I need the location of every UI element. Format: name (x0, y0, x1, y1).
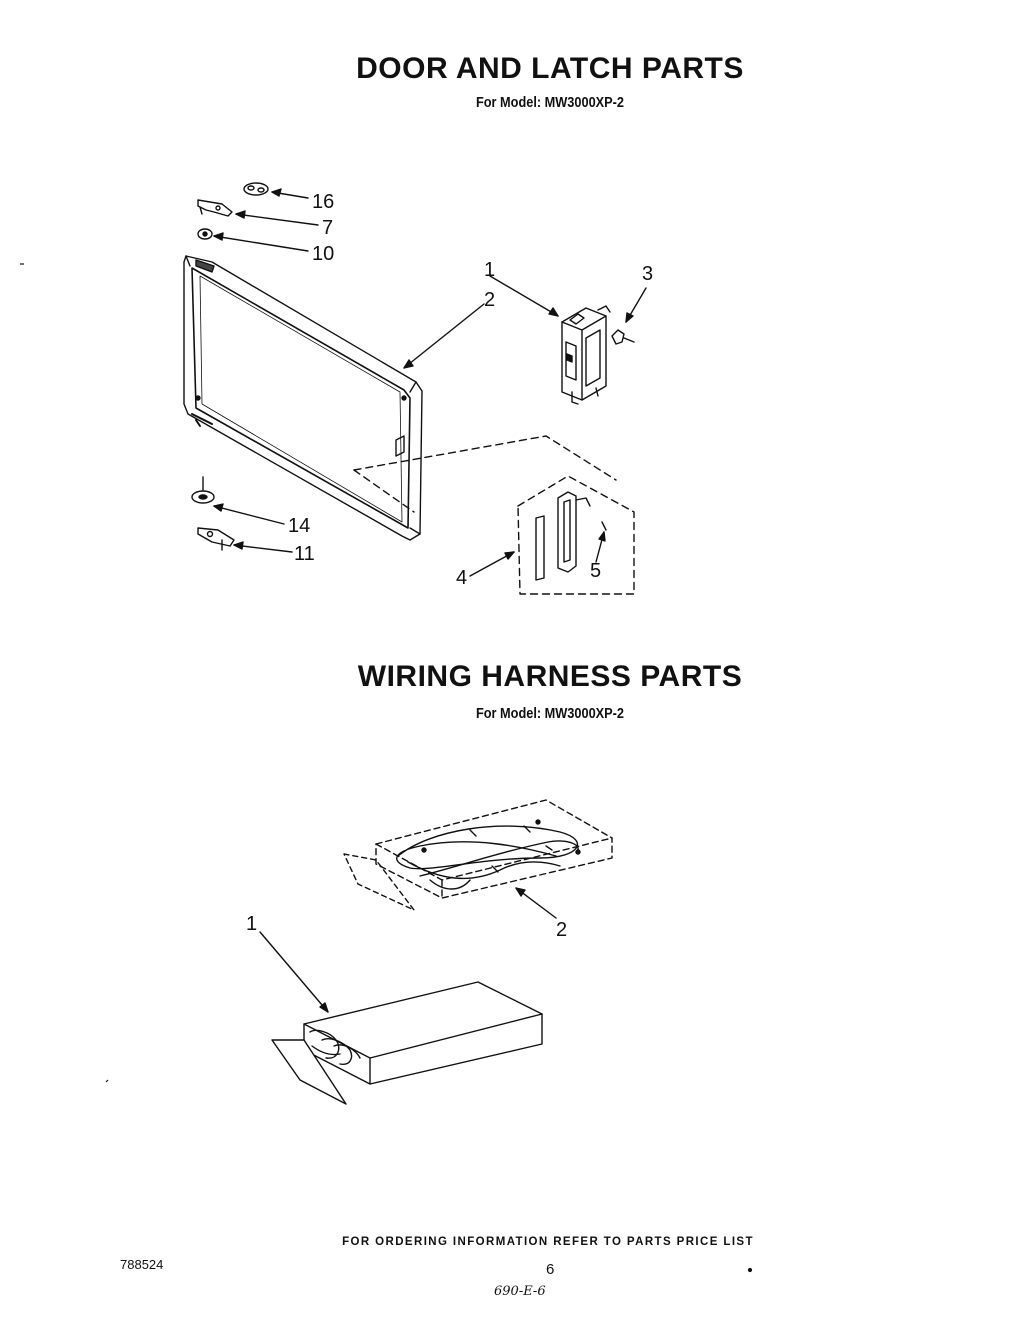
wiring-kit-box-drawing (271, 981, 543, 1105)
latch-assembly-drawing (561, 305, 635, 405)
callout-14: 14 (288, 515, 310, 537)
wiring-section-model: For Model: MW3000XP-2 (475, 705, 625, 722)
door-section-model: For Model: MW3000XP-2 (475, 94, 625, 111)
callout-2-door: 2 (484, 289, 495, 311)
callout-11: 11 (294, 543, 315, 565)
wiring-callouts: 2 1 (246, 913, 567, 941)
handwritten-note: 690-E-6 (494, 1284, 546, 1299)
wiring-harness-drawing (343, 799, 613, 911)
latch-kit-parts (535, 491, 607, 581)
top-hinge-parts (197, 182, 269, 240)
callout-16: 16 (312, 191, 334, 213)
callout-2-harness: 2 (556, 919, 567, 941)
door-section-title: DOOR AND LATCH PARTS (356, 52, 744, 85)
bottom-hinge-parts (191, 476, 235, 551)
callout-1-latch: 1 (484, 259, 495, 281)
callout-1-kit: 1 (246, 913, 257, 935)
callout-5: 5 (590, 560, 601, 582)
callout-7: 7 (322, 217, 333, 239)
callout-4: 4 (456, 567, 467, 589)
door-callouts: 16 7 10 1 3 2 14 11 4 5 (288, 191, 653, 589)
wiring-section-title: WIRING HARNESS PARTS (357, 660, 743, 693)
callout-10: 10 (312, 243, 334, 265)
leader-lines (213, 188, 647, 1013)
stray-marks (20, 263, 753, 1273)
document-number: 788524 (120, 1257, 164, 1272)
page-number: 6 (546, 1261, 555, 1278)
latch-kit-outline (353, 435, 635, 595)
callout-3: 3 (642, 263, 653, 285)
ordering-note: FOR ORDERING INFORMATION REFER TO PARTS … (342, 1236, 754, 1248)
door-panel-drawing (183, 255, 423, 541)
